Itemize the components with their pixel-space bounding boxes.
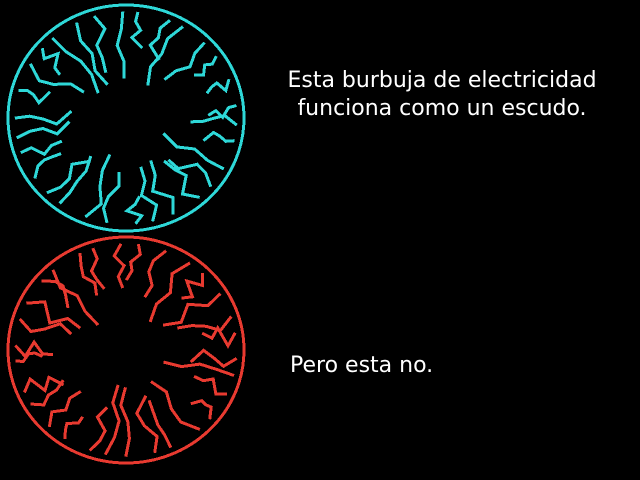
spark-line — [26, 300, 82, 330]
spark-line — [14, 110, 73, 126]
spark-line — [143, 249, 168, 298]
spark-line — [18, 317, 73, 336]
spark-line — [40, 47, 62, 76]
spark-line — [47, 390, 82, 428]
spark-line — [41, 279, 70, 309]
spark-line — [18, 88, 52, 106]
spark-line — [202, 130, 235, 143]
spark-line — [139, 166, 159, 222]
spark-line — [163, 41, 206, 81]
spark-line — [20, 139, 63, 157]
shield-caption-line-2: funciona como un escudo. — [297, 96, 587, 121]
spark-line — [89, 247, 106, 290]
spark-line — [46, 160, 89, 195]
spark-line — [15, 351, 44, 364]
spark-line — [163, 360, 235, 377]
spark-line — [201, 324, 237, 349]
spark-line — [163, 159, 200, 199]
spark-line — [92, 15, 108, 74]
spark-line — [123, 195, 145, 225]
shield-bubble-icon — [4, 2, 248, 234]
shield-bubble-graphic — [6, 3, 246, 233]
spark-line — [148, 19, 171, 61]
spark-line — [75, 22, 109, 86]
shield-caption-line-1: Esta burbuja de electricidad — [287, 68, 597, 93]
spark-line — [23, 375, 65, 394]
spark-line — [167, 158, 213, 188]
spark-line — [193, 375, 228, 396]
bubble-ring — [6, 3, 246, 233]
spark-line — [88, 406, 109, 452]
spark-line — [78, 252, 99, 296]
spark-line — [149, 160, 175, 215]
spark-line — [14, 339, 53, 359]
spark-line — [146, 25, 184, 86]
spark-line — [125, 243, 142, 281]
spark-line — [16, 120, 71, 140]
broken-bubble-icon — [4, 234, 248, 466]
spark-line — [58, 155, 93, 205]
spark-line — [181, 273, 205, 300]
spark-line — [103, 384, 121, 456]
spark-line — [162, 292, 222, 327]
spark-line — [84, 153, 112, 219]
spark-line — [193, 55, 218, 77]
bubble-ring — [6, 235, 246, 465]
shield-caption: Esta burbuja de electricidad funciona co… — [262, 67, 622, 123]
spark-line — [33, 152, 62, 179]
spark-line — [162, 132, 225, 171]
spark-line — [177, 315, 233, 333]
spark-line — [150, 380, 201, 431]
not-shield-caption: Pero esta no. — [290, 353, 434, 378]
spark-line — [101, 171, 121, 224]
spark-line — [112, 243, 126, 289]
spark-line — [190, 399, 213, 420]
broken-bubble-graphic — [6, 235, 246, 465]
spark-line — [115, 11, 126, 79]
spark-line — [129, 11, 144, 50]
spark-line — [63, 415, 84, 439]
spark-line — [148, 261, 191, 323]
spark-line — [30, 379, 65, 407]
spark-line — [205, 78, 231, 95]
spark-line — [135, 394, 159, 454]
spark-line — [51, 269, 100, 327]
spark-line — [190, 113, 238, 127]
spark-line — [29, 63, 85, 94]
spark-line — [51, 37, 100, 94]
spark-line — [119, 386, 131, 457]
spark-line — [189, 348, 238, 369]
spark-line — [207, 104, 237, 120]
spark-line — [147, 399, 173, 449]
